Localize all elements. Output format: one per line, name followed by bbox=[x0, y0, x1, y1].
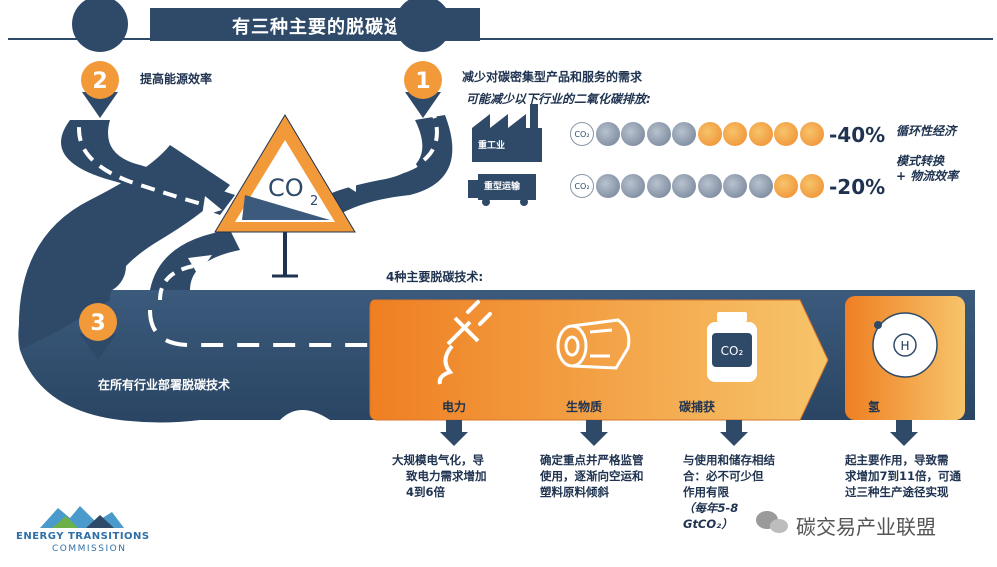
road-branch-1 bbox=[320, 115, 453, 220]
tech-label-biomass: 生物质 bbox=[566, 400, 603, 414]
sign-co2-sub: 2 bbox=[310, 194, 318, 209]
emission-dot bbox=[595, 122, 620, 146]
logo-mark bbox=[40, 506, 124, 528]
arrow-path-1 bbox=[351, 104, 439, 184]
logo-line1: ENERGY TRANSITIONS bbox=[16, 531, 150, 542]
pin-2-number: 2 bbox=[92, 69, 107, 94]
factory-icon bbox=[472, 104, 542, 162]
desc-electricity: 大规模电气化，导 致电力需求增加 4到6倍 bbox=[392, 452, 522, 500]
pin-2-label: 提高能源效率 bbox=[140, 72, 213, 86]
emission-dot bbox=[723, 174, 747, 198]
emission-dot bbox=[646, 122, 671, 146]
reduction-dot bbox=[774, 174, 798, 198]
emission-dot bbox=[595, 174, 620, 198]
wechat-icon bbox=[756, 511, 788, 533]
desc-biomass-line2: 使用，逐渐向空运和 bbox=[540, 469, 644, 483]
desc-electricity-line3: 4到6倍 bbox=[406, 485, 446, 499]
atom-text: H bbox=[900, 339, 909, 353]
reduction-dot bbox=[799, 174, 824, 198]
arrow-head-2 bbox=[202, 196, 222, 216]
sign-slope bbox=[242, 195, 330, 220]
emission-dot bbox=[672, 122, 696, 146]
emission-dot bbox=[621, 122, 645, 146]
road-branch-2 bbox=[61, 120, 235, 215]
desc-cc-line2: 合：必不可少但 bbox=[683, 469, 764, 483]
emission-dot bbox=[646, 174, 671, 198]
dashed-lane bbox=[148, 309, 370, 347]
desc-hydrogen: 起主要作用，导致需 求增加7到11倍，可通 过三种生产途径实现 bbox=[845, 452, 985, 500]
emission-dot bbox=[672, 174, 696, 198]
arrow-head-3 bbox=[188, 255, 212, 275]
pin-1-number: 1 bbox=[415, 69, 430, 94]
pct-heavy-transport: -20% bbox=[829, 175, 886, 199]
emission-dot bbox=[697, 174, 722, 198]
pin-3: 3 bbox=[70, 238, 127, 360]
logo-line2: COMMISSION bbox=[52, 544, 127, 554]
pin-2: 2 bbox=[72, 0, 129, 118]
tech-heading: 4种主要脱碳技术: bbox=[386, 270, 484, 284]
reduction-dot bbox=[748, 122, 773, 146]
reduction-dot bbox=[697, 122, 722, 146]
sign-co2-text: CO bbox=[268, 174, 304, 202]
desc-cc-line1: 与使用和储存相结 bbox=[683, 453, 775, 467]
pin-1-label: 减少对碳密集型产品和服务的需求 bbox=[462, 70, 643, 84]
co2-dot: CO₂ bbox=[570, 122, 594, 146]
page-title: 有三种主要的脱碳途径 bbox=[232, 17, 422, 38]
sector-heavy-industry-label: 重工业 bbox=[478, 141, 506, 151]
sector-heavy-transport-label: 重型运输 bbox=[484, 182, 521, 192]
tech-label-carbon-capture: 碳捕获 bbox=[679, 400, 716, 414]
pin-3-label: 在所有行业部署脱碳技术 bbox=[98, 378, 231, 392]
desc-h-line1: 起主要作用，导致需 bbox=[845, 453, 949, 467]
pct-heavy-industry: -40% bbox=[829, 123, 886, 147]
measure-logistics: + 物流效率 bbox=[896, 169, 959, 183]
emission-dot bbox=[748, 174, 773, 198]
arrow-path-2 bbox=[77, 104, 206, 207]
dot-row-heavy-industry: CO₂ bbox=[570, 122, 825, 148]
pin-3-number: 3 bbox=[90, 311, 105, 336]
reduction-dot bbox=[774, 122, 798, 146]
desc-cc-note1: （每年5-8 bbox=[683, 501, 739, 515]
plug-icon bbox=[437, 300, 492, 385]
desc-biomass: 确定重点并严格监管 使用，逐渐向空运和 塑料原料倾斜 bbox=[540, 452, 680, 500]
desc-cc-note2: GtCO₂） bbox=[683, 517, 733, 531]
co2-jar-icon: CO₂ bbox=[707, 312, 757, 382]
desc-carbon-capture: 与使用和储存相结 合：必不可少但 作用有限 （每年5-8 GtCO₂） bbox=[683, 452, 813, 532]
arrow-head-1 bbox=[340, 172, 356, 192]
tech-label-electricity: 电力 bbox=[442, 400, 467, 414]
desc-biomass-line1: 确定重点并严格监管 bbox=[540, 453, 644, 467]
co2-dot: CO₂ bbox=[570, 174, 594, 198]
desc-biomass-line3: 塑料原料倾斜 bbox=[540, 485, 609, 499]
reduction-dot bbox=[799, 122, 824, 146]
tech-markers bbox=[440, 420, 918, 446]
hydrogen-atom-icon: H bbox=[872, 312, 938, 378]
desc-h-line3: 过三种生产途径实现 bbox=[845, 485, 949, 499]
desc-electricity-line2: 致电力需求增加 bbox=[406, 469, 487, 483]
desc-cc-line3: 作用有限 bbox=[683, 485, 729, 499]
log-icon bbox=[556, 318, 631, 370]
truck-icon bbox=[468, 174, 536, 206]
measure-mode-shift: 模式转换 bbox=[896, 154, 945, 168]
desc-h-line2: 求增加7到11倍，可通 bbox=[845, 469, 962, 483]
reduction-dot bbox=[723, 122, 747, 146]
tech-label-hydrogen: 氢 bbox=[868, 400, 881, 414]
watermark: 碳交易产业联盟 bbox=[796, 515, 936, 539]
desc-electricity-line1: 大规模电气化，导 bbox=[392, 453, 484, 467]
pin-1: 1 bbox=[395, 0, 452, 118]
jar-text: CO₂ bbox=[721, 344, 744, 358]
demand-subtitle: 可能减少以下行业的二氧化碳排放: bbox=[466, 92, 651, 106]
dot-row-heavy-transport: CO₂ bbox=[570, 174, 825, 200]
arrow-path-3 bbox=[158, 263, 201, 301]
title-underline bbox=[8, 38, 993, 40]
emission-dot bbox=[621, 174, 645, 198]
measure-circular-economy: 循环性经济 bbox=[896, 124, 957, 138]
